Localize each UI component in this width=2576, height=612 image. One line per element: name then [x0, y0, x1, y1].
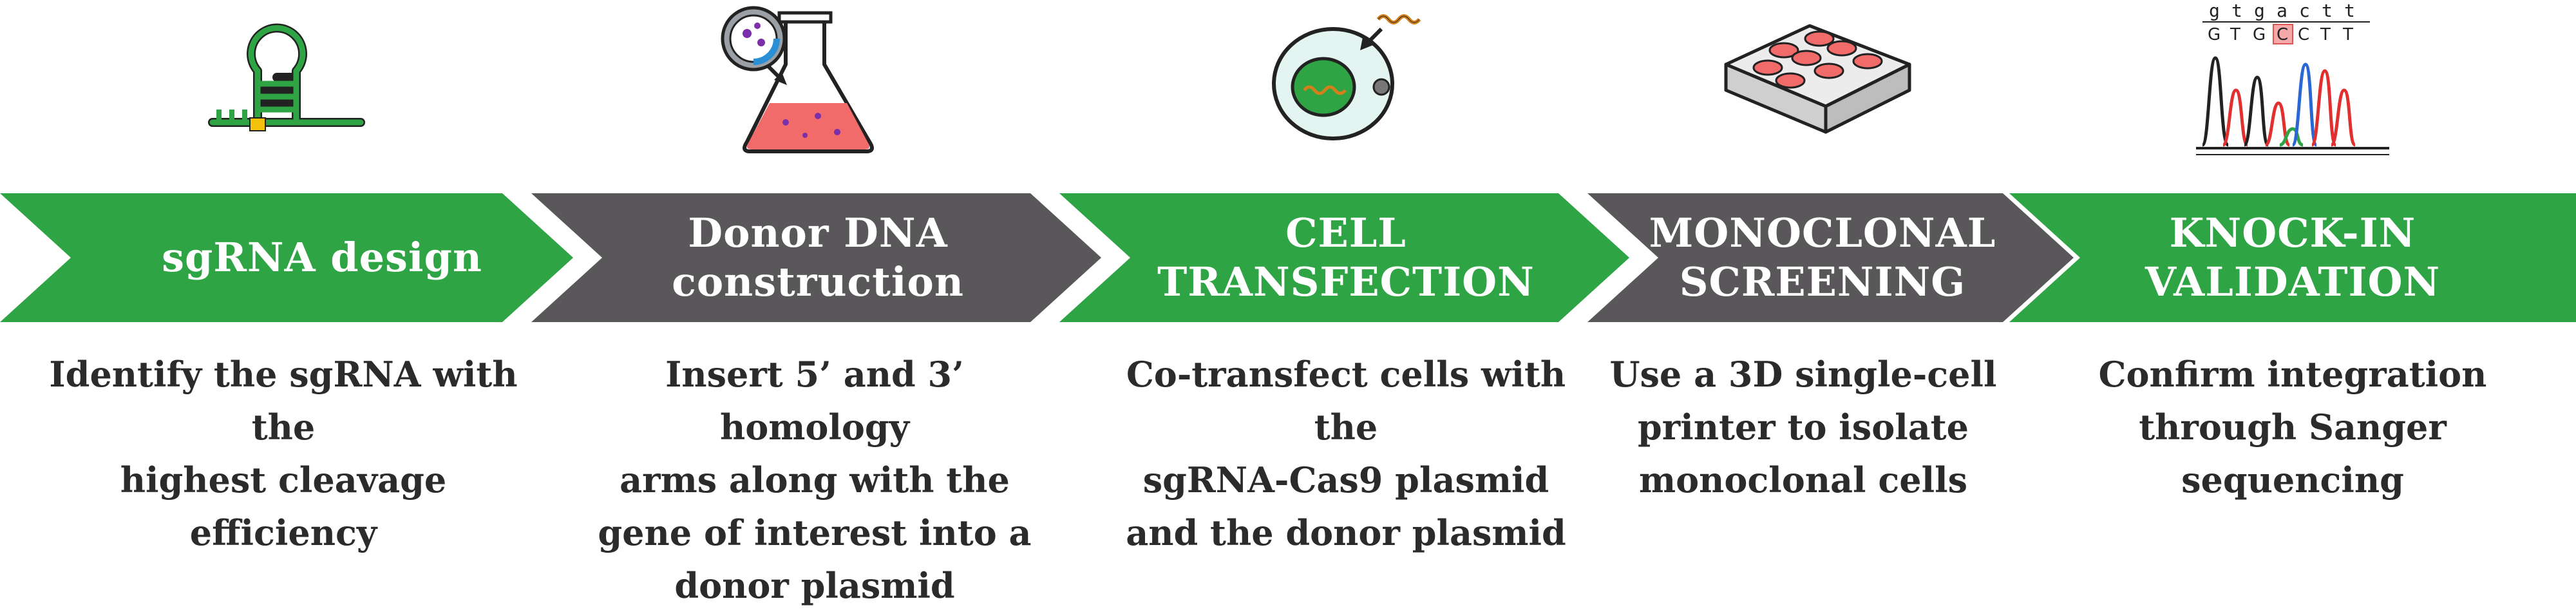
seq-bottom-4: C — [2298, 25, 2309, 44]
seq-highlight-box — [2273, 24, 2293, 44]
seq-top-6: t — [2344, 0, 2355, 21]
seq-bottom-5: T — [2320, 25, 2331, 44]
chevron-step-3 — [1059, 193, 1629, 322]
step-4-title: MONOCLONAL SCREENING — [1649, 209, 1996, 305]
seq-top-5: t — [2322, 0, 2333, 21]
step-4-description: Use a 3D single-cell printer to isolate … — [1609, 354, 1997, 501]
sequencing-chromatogram-icon: g t g a c t t G T G C C T T — [2196, 0, 2389, 155]
chevron-step-2 — [531, 193, 1101, 322]
step-1-description: Identify the sgRNA with the highest clea… — [49, 354, 518, 553]
seq-top-4: c — [2299, 0, 2310, 21]
seq-top-1: t — [2231, 0, 2242, 21]
step-3-description: Co-transfect cells with the sgRNA-Cas9 p… — [1126, 354, 1566, 553]
step-3-title: CELL TRANSFECTION — [1157, 209, 1535, 305]
step-1-title: sgRNA design — [162, 234, 482, 281]
seq-bottom-2: G — [2253, 25, 2266, 44]
seq-top-2: g — [2254, 0, 2265, 21]
chevron-step-5 — [2009, 193, 2576, 322]
step-2-title: Donor DNA construction — [672, 209, 964, 305]
seq-top-3: a — [2277, 0, 2287, 21]
chevron-step-1 — [0, 193, 573, 322]
seq-bottom-3: C — [2277, 25, 2288, 44]
seq-bottom-0: G — [2208, 25, 2221, 44]
flask-magnifier-icon — [721, 6, 874, 153]
step-chevrons — [0, 193, 2576, 322]
chevron-step-4 — [1587, 193, 2074, 322]
well-plate-icon — [1724, 24, 1911, 134]
seq-top-0: g — [2209, 0, 2220, 21]
step-5-title: KNOCK-IN VALIDATION — [2145, 209, 2441, 305]
icons-row: g t g a c t t G T G C C T T — [0, 0, 2576, 187]
seq-bottom-1: T — [2230, 25, 2240, 44]
seq-bottom-6: T — [2342, 25, 2353, 44]
step-2-description: Insert 5’ and 3’ homology arms along wit… — [598, 354, 1032, 606]
sgrna-hairpin-icon — [208, 23, 365, 131]
step-5-description: Confirm integration through Sanger seque… — [2098, 354, 2487, 501]
cell-transfection-icon — [1272, 14, 1421, 140]
